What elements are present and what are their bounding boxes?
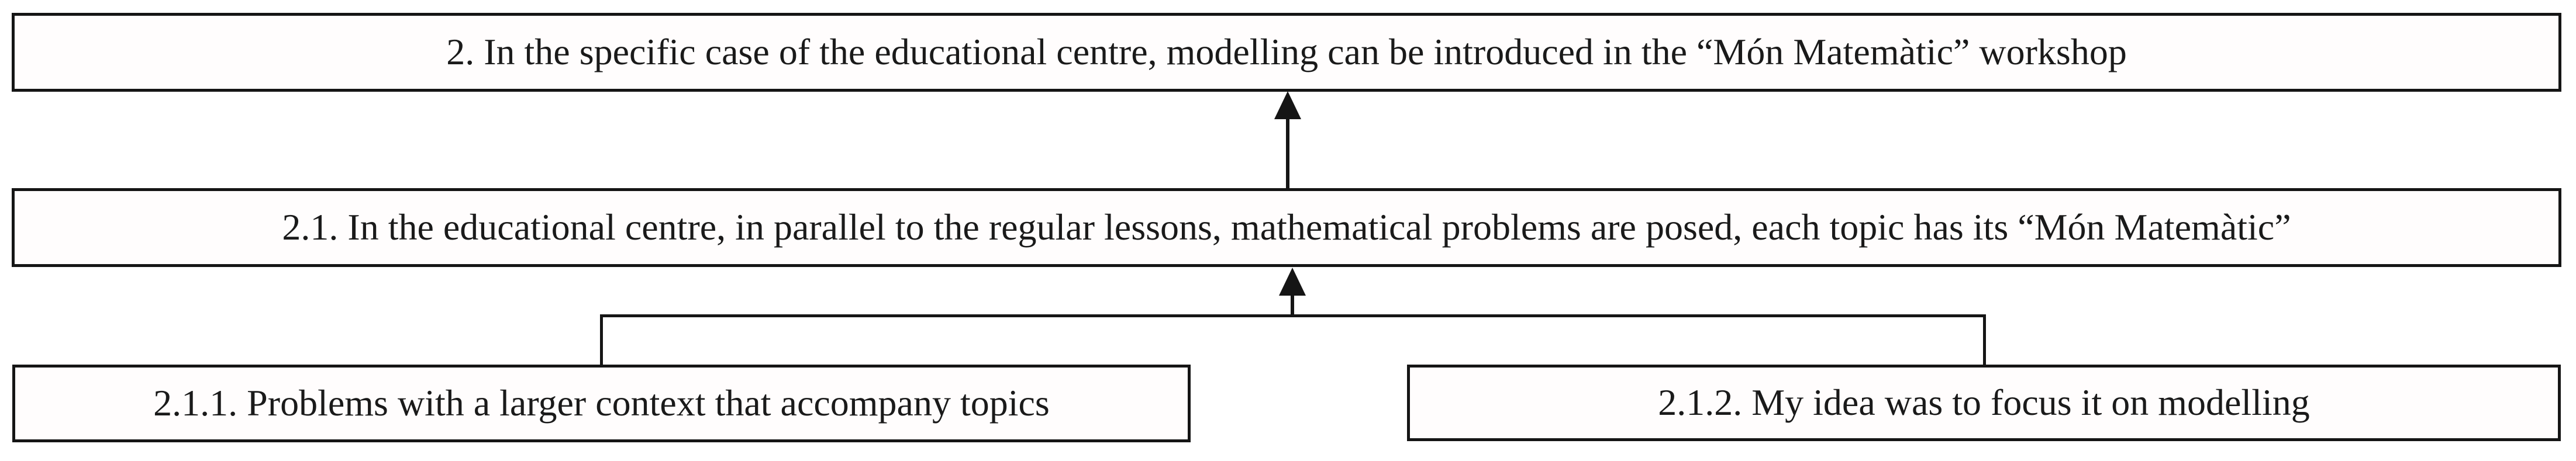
node-level2-box: 2.1. In the educational centre, in paral…: [12, 188, 2561, 267]
node-level3-left-label: 2.1.1. Problems with a larger context th…: [153, 382, 1050, 424]
edge-2-1-to-2-shaft: [1286, 117, 1289, 189]
edge-2-1-2-vertical-connector: [1983, 314, 1986, 366]
node-level1-label: 2. In the specific case of the education…: [446, 31, 2127, 73]
node-level1-box: 2. In the specific case of the education…: [12, 13, 2561, 92]
arrow-up-icon: [1274, 91, 1301, 119]
node-level3-right-label: 2.1.2. My idea was to focus it on modell…: [1658, 382, 2310, 424]
edge-2-1-1-vertical-connector: [600, 314, 603, 366]
node-level3-right-box: 2.1.2. My idea was to focus it on modell…: [1407, 365, 2561, 441]
node-level2-label: 2.1. In the educational centre, in paral…: [282, 206, 2291, 248]
edge-children-to-2-1-shaft: [1291, 292, 1294, 317]
node-level3-left-box: 2.1.1. Problems with a larger context th…: [12, 365, 1191, 442]
arrow-up-icon: [1279, 268, 1306, 296]
